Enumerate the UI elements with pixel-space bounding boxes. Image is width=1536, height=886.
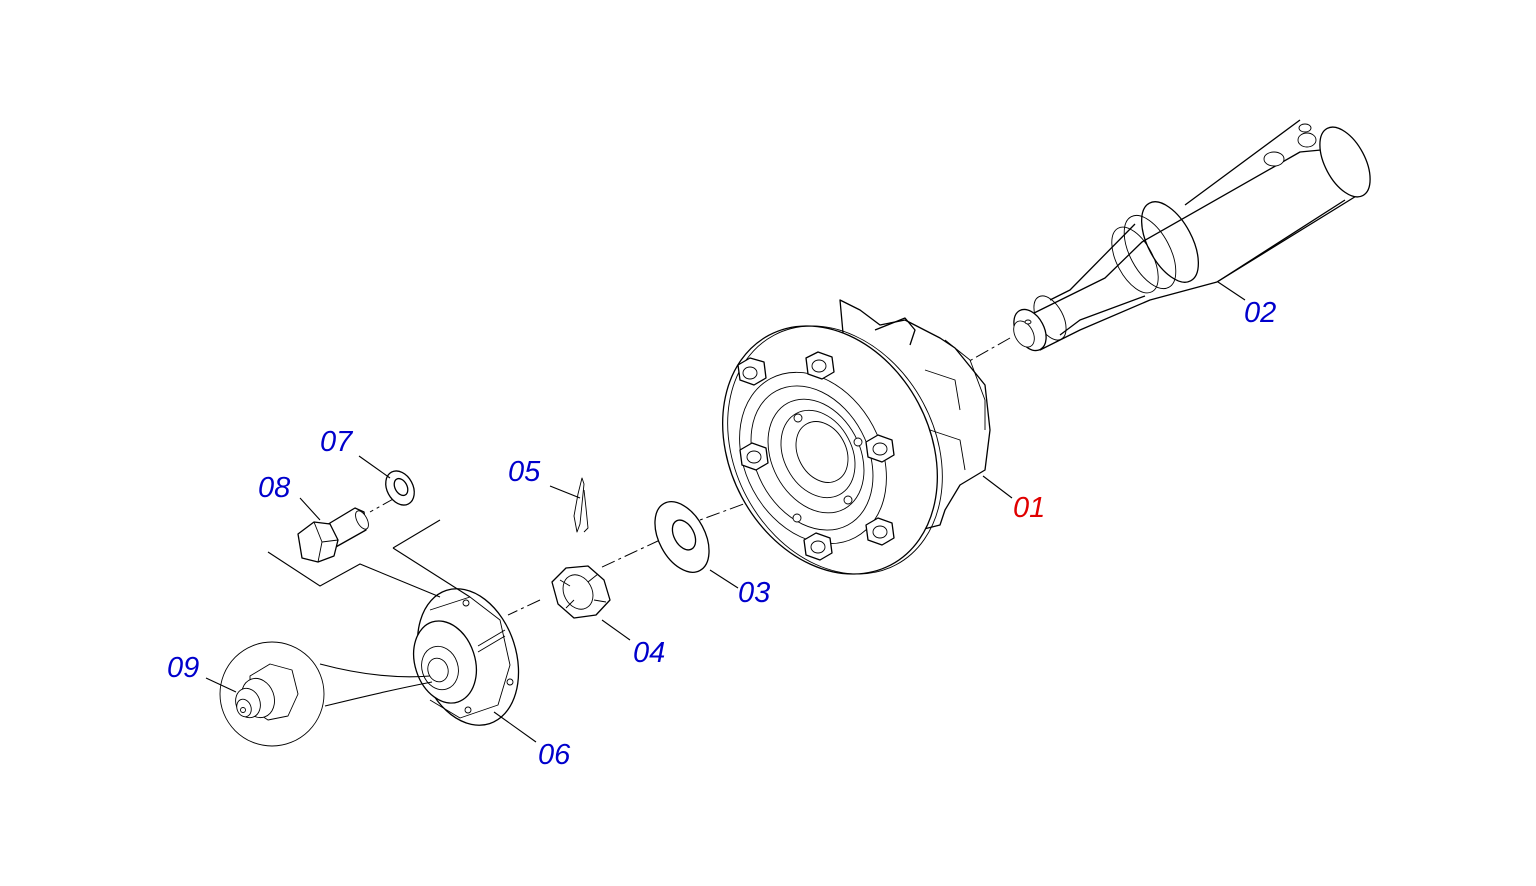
callout-01: 01 (1013, 492, 1046, 524)
part-03-washer[interactable] (644, 493, 720, 582)
callout-08: 08 (258, 472, 291, 504)
callout-07: 07 (320, 426, 353, 458)
wheel-nut (865, 517, 895, 546)
part-06-hub-cap[interactable] (401, 576, 536, 739)
wheel-nut (805, 351, 835, 380)
callout-leaders (205, 281, 1246, 743)
wheel-nut (865, 434, 895, 463)
callout-09: 09 (167, 652, 200, 684)
part-04-castle-nut[interactable] (551, 565, 611, 619)
part-02-spindle[interactable] (1007, 119, 1380, 356)
detail-reference-lines (267, 519, 471, 707)
part-08-bolt[interactable] (297, 507, 371, 563)
callout-04: 04 (633, 637, 666, 669)
part-01-wheel-hub[interactable] (681, 288, 991, 611)
part-07-lock-washer[interactable] (380, 466, 420, 510)
wheel-nut (739, 442, 769, 471)
callout-03: 03 (738, 577, 771, 609)
part-09-grease-nipple[interactable] (219, 641, 325, 747)
wheel-nut (737, 357, 767, 386)
part-05-cotter-pin[interactable] (573, 477, 589, 533)
callout-02: 02 (1244, 297, 1277, 329)
wheel-nut (803, 532, 833, 561)
callout-05: 05 (508, 456, 541, 488)
callout-06: 06 (538, 739, 571, 771)
